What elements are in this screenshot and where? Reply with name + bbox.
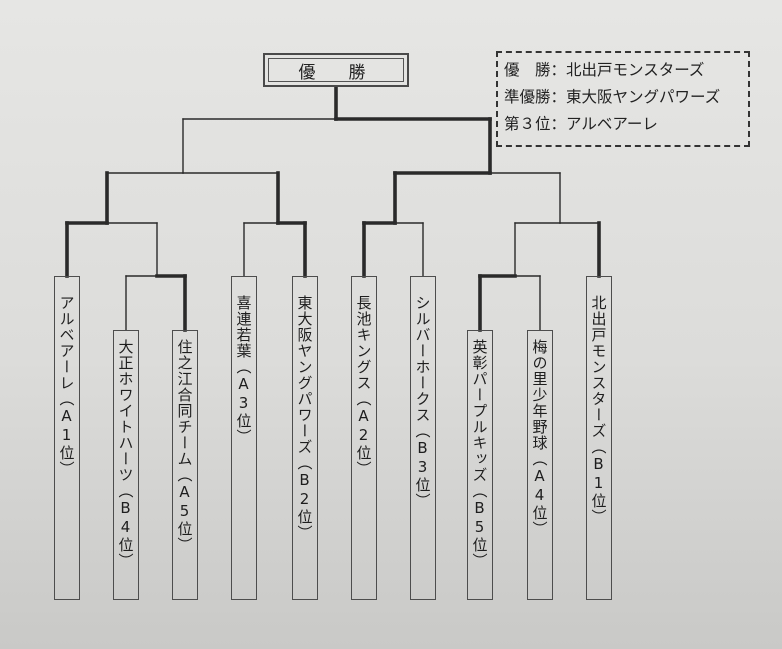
team-label: 喜連若葉（A3位） [234,295,253,445]
team-label: 住之江合同チーム（A5位） [175,339,194,553]
team-label: 長池キングス（A2位） [354,295,373,477]
team-label: 大正ホワイトハーツ（B4位） [116,339,135,569]
team-box-10: 北出戸モンスターズ（B1位） [586,276,612,600]
team-box-9: 梅の里少年野球（A4位） [527,330,553,600]
result-winner: 優 勝：北出戸モンスターズ [504,61,705,79]
team-box-6: 長池キングス（A2位） [351,276,377,600]
team-box-4: 喜連若葉（A3位） [231,276,257,600]
results-legend: 優 勝：北出戸モンスターズ 準優勝：東大阪ヤングパワーズ 第３位：アルベアーレ [496,51,750,147]
result-runner-up: 準優勝：東大阪ヤングパワーズ [504,88,721,106]
team-label: 東大阪ヤングパワーズ（B2位） [295,295,314,541]
team-label: アルベアーレ（A1位） [57,295,76,477]
team-label: 北出戸モンスターズ（B1位） [589,295,608,525]
team-box-5: 東大阪ヤングパワーズ（B2位） [292,276,318,600]
team-box-7: シルバーホークス（B3位） [410,276,436,600]
team-box-2: 大正ホワイトハーツ（B4位） [113,330,139,600]
champion-box: 優 勝 [263,53,409,87]
team-label: 梅の里少年野球（A4位） [530,339,549,537]
champion-label: 優 勝 [268,58,404,83]
team-label: 英彰パープルキッズ（B5位） [470,339,489,569]
team-label: シルバーホークス（B3位） [413,295,432,509]
team-box-1: アルベアーレ（A1位） [54,276,80,600]
team-box-3: 住之江合同チーム（A5位） [172,330,198,600]
team-box-8: 英彰パープルキッズ（B5位） [467,330,493,600]
result-third: 第３位：アルベアーレ [504,115,658,133]
